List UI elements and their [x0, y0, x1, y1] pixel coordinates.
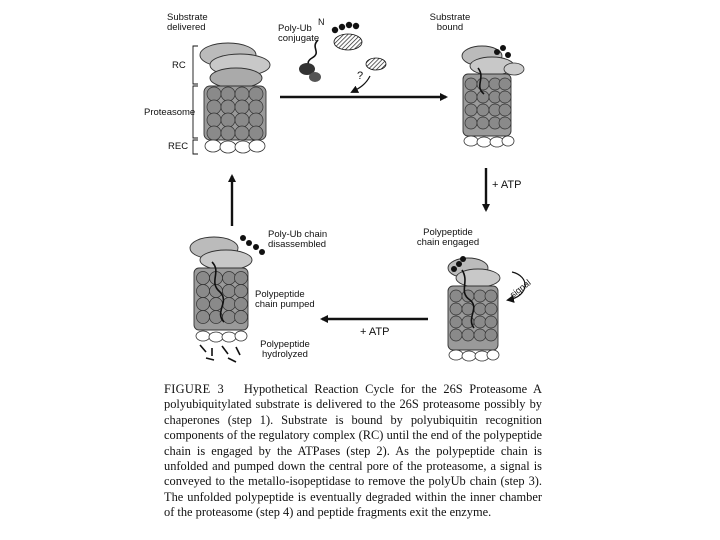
signal-arrow — [506, 271, 526, 303]
figure-caption: FIGURE 3 Hypothetical Reaction Cycle for… — [164, 382, 542, 521]
atp-right-label: + ATP — [492, 179, 522, 191]
proteasome-label: Proteasome — [144, 107, 196, 118]
substrate-bound-label: Substrate bound — [429, 12, 471, 33]
proteasome-delivered — [199, 42, 271, 154]
substrate-delivered-label: Substrate delivered — [167, 12, 208, 33]
proteasome-pumped — [189, 235, 265, 363]
proteasome-bound — [461, 45, 525, 148]
caption-title: Hypothetical Reaction Cycle for the 26S … — [243, 382, 528, 396]
proteasome-engaged — [447, 256, 501, 362]
chaperone-arrow — [350, 75, 371, 93]
caption-body: A polyubiquitylated substrate is deliver… — [164, 382, 542, 520]
poly-ub-conjugate-label: Poly-Ub conjugate — [278, 23, 320, 44]
rc-bracket — [192, 45, 198, 85]
rc-label: RC — [172, 60, 186, 71]
reaction-cycle-figure: Substrate delivered Poly-Ub conjugate N … — [144, 12, 533, 363]
polypeptide-pumped-label: Polypeptide chain pumped — [255, 289, 315, 310]
atp-bottom-label: + ATP — [360, 326, 390, 338]
polypeptide-engaged-label: Polypeptide chain engaged — [416, 227, 480, 248]
caption-figure-label: FIGURE 3 — [164, 382, 224, 396]
poly-ub-conjugate-glyph — [299, 21, 387, 82]
rec-bracket — [192, 139, 198, 155]
n-terminus-label: N — [318, 17, 325, 27]
question-mark: ? — [357, 70, 364, 82]
rec-label: REC — [168, 141, 189, 152]
poly-ub-disassembled-label: Poly-Ub chain disassembled — [268, 229, 328, 250]
proteasome-bracket — [192, 85, 198, 139]
polypeptide-hydrolyzed-label: Polypeptide hydrolyzed — [260, 339, 310, 360]
